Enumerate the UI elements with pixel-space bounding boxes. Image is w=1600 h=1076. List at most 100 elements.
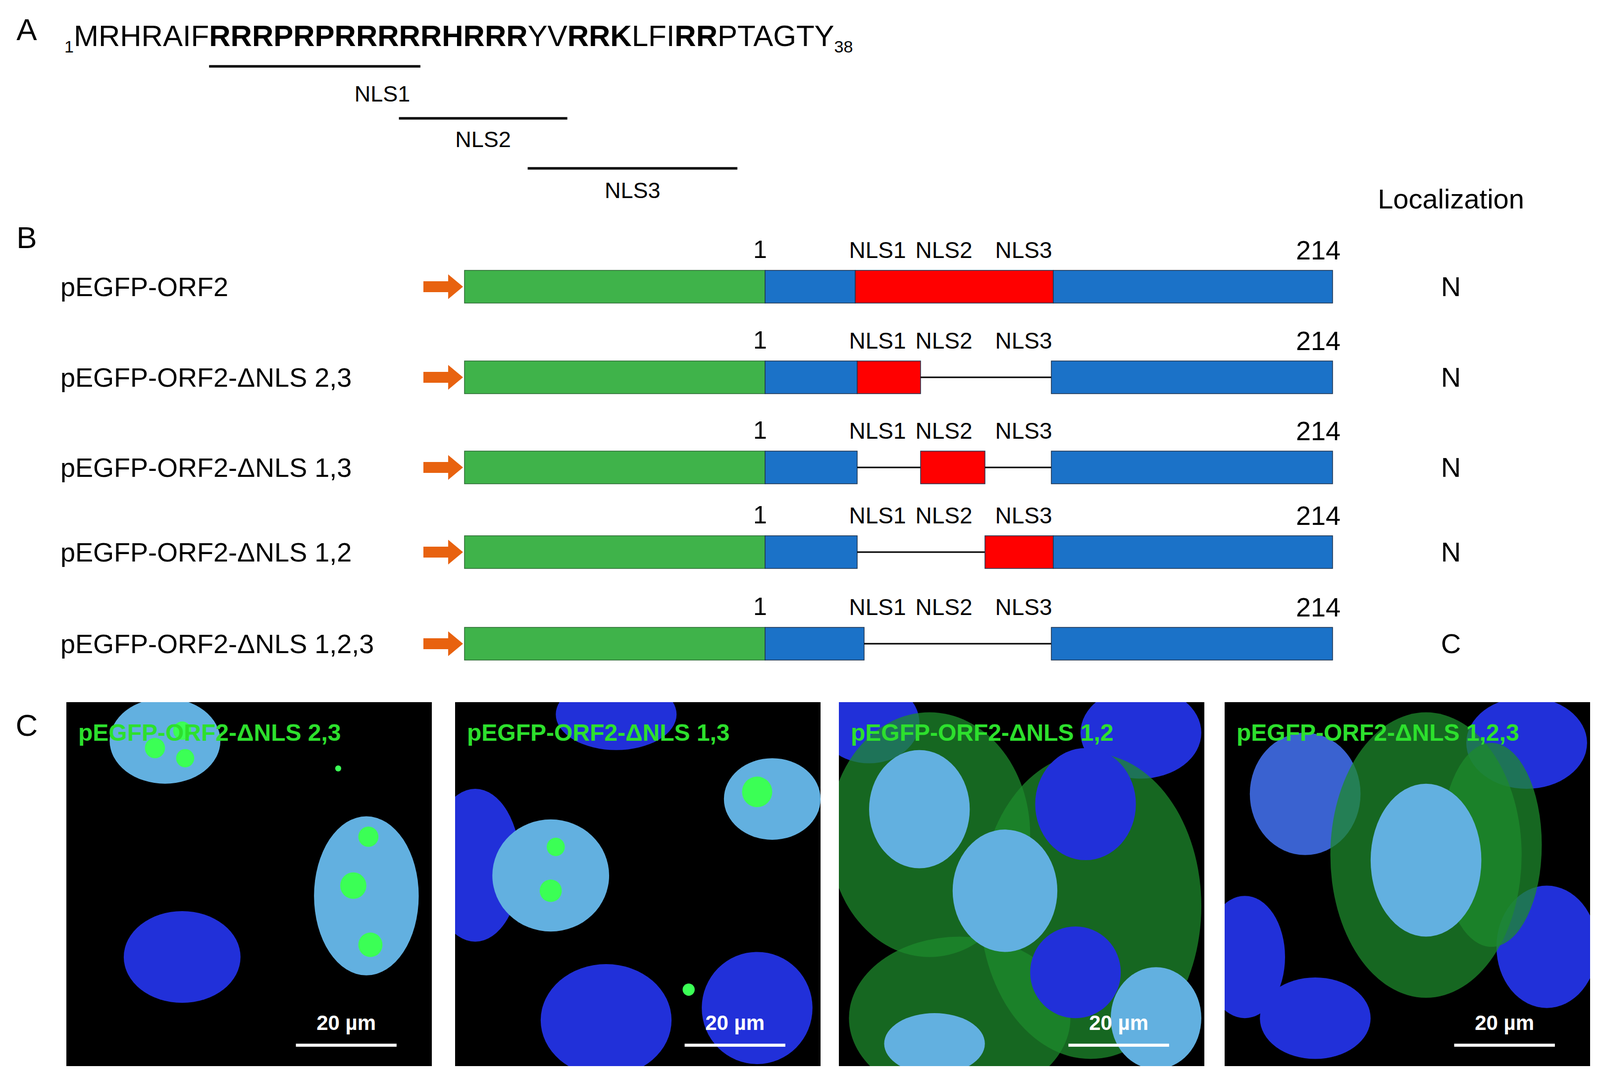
orf2-bar <box>765 627 865 661</box>
nls-label: NLS1 <box>848 417 906 445</box>
construct-name: pEGFP-ORF2-ΔNLS 1,3 <box>60 452 352 483</box>
egfp-bar <box>464 535 766 569</box>
nls-label: NLS2 <box>915 502 973 529</box>
nls-label: NLS3 <box>994 417 1052 445</box>
deletion-line <box>920 376 1052 379</box>
scale-label: 20 µm <box>316 1011 376 1035</box>
nls-label: NLS1 <box>848 327 906 355</box>
localization-code: N <box>1441 451 1461 484</box>
localization-code: N <box>1441 270 1461 303</box>
orf2-bar <box>1051 627 1333 661</box>
residue-number: 1 <box>753 501 768 530</box>
residue-number: 214 <box>1295 234 1341 266</box>
scale-label: 20 µm <box>705 1011 765 1035</box>
panel-letter: C <box>15 707 39 743</box>
micrograph-panel: pEGFP-ORF2-ΔNLS 1,220 µm <box>838 702 1205 1067</box>
residue-number: 214 <box>1295 325 1341 357</box>
nls-label: NLS1 <box>848 237 906 264</box>
nls-span-line <box>399 117 568 120</box>
construct-name: pEGFP-ORF2-ΔNLS 1,2,3 <box>60 628 374 660</box>
nls-label: NLS1 <box>354 81 411 107</box>
nucleus <box>123 911 241 1003</box>
promoter-arrow <box>423 364 464 390</box>
deletion-line <box>984 466 1052 469</box>
orf2-bar <box>765 361 858 394</box>
construct-name: pEGFP-ORF2-ΔNLS 2,3 <box>60 361 352 393</box>
scale-bar <box>296 1043 397 1047</box>
egfp-bar <box>464 361 766 394</box>
construct-title: pEGFP-ORF2-ΔNLS 2,3 <box>78 719 342 747</box>
promoter-arrow <box>423 455 464 480</box>
sequence-line: 1MRHRAIFRRRPRPRRRRRHRRRYVRRKLFIRRPTAGTY3… <box>64 18 853 57</box>
nls-label: NLS2 <box>455 126 512 153</box>
nucleolar-spot <box>358 826 379 847</box>
sequence-segment: MRHRAIF <box>73 19 209 53</box>
sequence-segment: RRRPRPRRRRRHRRR <box>208 19 528 53</box>
nucleolar-spot <box>546 837 566 857</box>
nls-label: NLS2 <box>915 327 973 355</box>
residue-number: 1 <box>753 326 768 356</box>
micrograph-panel: pEGFP-ORF2-ΔNLS 1,2,3 20 µm <box>1224 702 1591 1067</box>
deletion-line <box>857 466 921 469</box>
nucleus <box>1370 783 1482 937</box>
nucleus <box>869 750 970 869</box>
egfp-bar <box>464 270 766 304</box>
nls-label: NLS2 <box>915 417 973 445</box>
construct-name: pEGFP-ORF2-ΔNLS 1,2 <box>60 536 352 568</box>
promoter-arrow <box>423 274 464 300</box>
nucleolar-spot <box>176 749 195 768</box>
panel-letter: B <box>16 219 37 256</box>
nls-label: NLS3 <box>604 177 661 204</box>
nucleolar-spot <box>539 879 563 902</box>
nls-label: NLS2 <box>915 594 973 621</box>
orf2-bar <box>1051 451 1333 484</box>
nls-label: NLS3 <box>994 594 1052 621</box>
nucleolar-spot <box>682 983 695 996</box>
localization-code: N <box>1441 536 1461 568</box>
nucleus <box>723 758 821 840</box>
nucleus <box>313 816 419 976</box>
nls-label: NLS1 <box>848 502 906 529</box>
egfp-bar <box>464 627 766 661</box>
residue-number: 1 <box>64 37 74 56</box>
scale-label: 20 µm <box>1088 1011 1149 1035</box>
nls-span-line <box>527 167 738 170</box>
nucleolar-spot <box>741 776 773 808</box>
micrograph-panel: pEGFP-ORF2-ΔNLS 2,3 20 µm <box>66 702 432 1067</box>
orf2-bar <box>765 270 856 304</box>
residue-number: 38 <box>834 37 854 56</box>
micrograph-image <box>66 702 432 1067</box>
nls-bar <box>984 535 1054 569</box>
deletion-line <box>864 643 1052 645</box>
promoter-arrow <box>423 631 464 657</box>
egfp-bar <box>464 451 766 484</box>
residue-number: 1 <box>753 235 768 265</box>
nls-label: NLS3 <box>994 502 1052 529</box>
nucleus <box>1034 748 1136 861</box>
nls-bar <box>857 361 921 394</box>
deletion-line <box>857 551 985 554</box>
construct-title: pEGFP-ORF2-ΔNLS 1,2,3 <box>1236 719 1520 747</box>
micrograph-image <box>1224 702 1591 1067</box>
nucleus <box>492 819 610 932</box>
nls-label: NLS3 <box>994 237 1052 264</box>
micrograph-image <box>455 702 821 1067</box>
promoter-arrow <box>423 539 464 565</box>
scale-bar <box>684 1043 786 1047</box>
orf2-bar <box>1051 361 1333 394</box>
nucleus <box>701 951 813 1064</box>
nucleolar-spot <box>340 872 367 900</box>
nucleus <box>883 1013 985 1067</box>
localization-code: C <box>1441 627 1461 660</box>
nls-label: NLS1 <box>848 594 906 621</box>
residue-number: 1 <box>753 416 768 446</box>
nls-label: NLS3 <box>994 327 1052 355</box>
nucleolar-spot <box>358 932 383 957</box>
scale-label: 20 µm <box>1474 1011 1535 1035</box>
residue-number: 1 <box>753 592 768 622</box>
column-header: Localization <box>1377 183 1525 215</box>
micrograph-panel: pEGFP-ORF2-ΔNLS 1,320 µm <box>455 702 821 1067</box>
sequence-segment: YV <box>527 19 568 53</box>
sequence-segment: RRK <box>567 19 632 53</box>
nucleolar-spot <box>335 765 342 772</box>
